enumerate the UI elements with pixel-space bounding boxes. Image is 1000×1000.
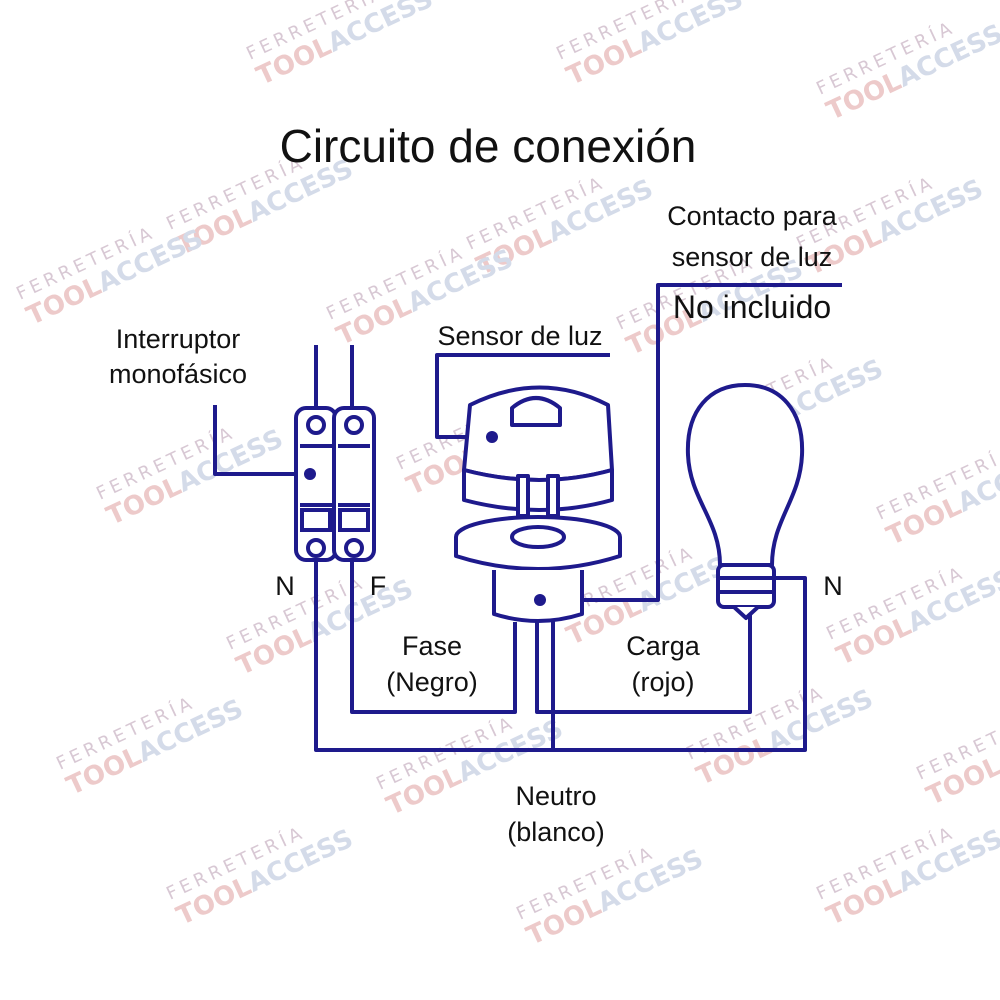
- switch-label-line1: Interruptor: [116, 324, 241, 354]
- load-wire: [535, 612, 752, 714]
- load-wire-label-line2: (rojo): [631, 667, 694, 697]
- outlet-leader: [540, 283, 842, 602]
- switch-leader: [213, 405, 310, 476]
- neutral-right-label: N: [823, 571, 843, 601]
- switch-leader-dot: [304, 468, 316, 480]
- neutral-wire-label-line2: (blanco): [507, 817, 605, 847]
- sensor-leader-dot: [486, 431, 498, 443]
- wiring: [213, 283, 842, 752]
- neutral-wire-label-line1: Neutro: [515, 781, 596, 811]
- outlet-leader-dot: [534, 594, 546, 606]
- single-pole-switch: [294, 406, 376, 562]
- outlet-label-line1: Contacto para: [667, 201, 838, 231]
- switch-label-line2: monofásico: [109, 359, 247, 389]
- phase-wire-label-line2: (Negro): [386, 667, 478, 697]
- neutral-wire: [314, 560, 807, 752]
- light-bulb: [685, 383, 805, 620]
- diagram-title: Circuito de conexión: [280, 120, 697, 172]
- not-included-label: No incluido: [673, 289, 831, 325]
- phase-wire-label-line1: Fase: [402, 631, 462, 661]
- neutral-left-label: N: [275, 571, 295, 601]
- sensor-label: Sensor de luz: [437, 321, 602, 351]
- sensor-leader: [435, 353, 610, 439]
- outlet-label-line2: sensor de luz: [672, 242, 833, 272]
- phase-wire: [350, 560, 517, 714]
- labels: Interruptor monofásico Sensor de luz Con…: [109, 201, 843, 847]
- load-wire-label-line1: Carga: [626, 631, 701, 661]
- phase-left-label: F: [370, 571, 387, 601]
- sensor-markers: [486, 431, 546, 606]
